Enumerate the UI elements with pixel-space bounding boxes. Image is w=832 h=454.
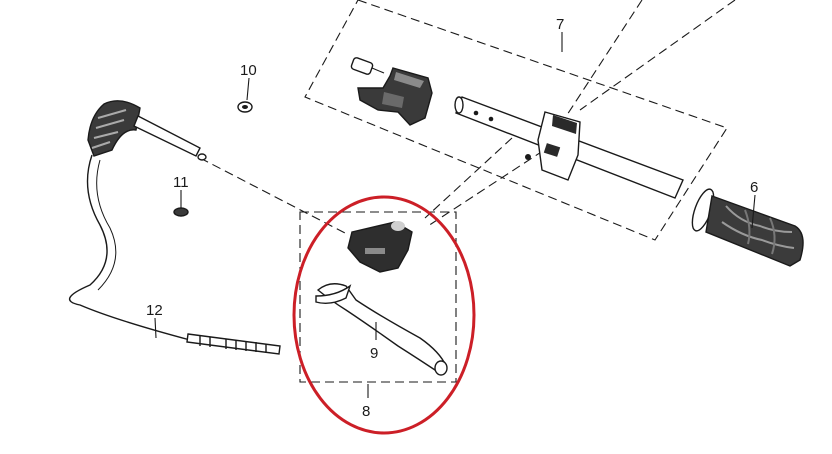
callout-10: 10 — [240, 62, 257, 79]
switch-housing-icon — [525, 111, 581, 181]
lever-perch-icon — [347, 221, 413, 273]
clamp-icon — [350, 57, 433, 126]
grip-icon — [691, 188, 804, 267]
callout-12: 12 — [146, 302, 163, 319]
highlight-ring — [292, 195, 476, 435]
assembly-7-frame — [304, 0, 728, 241]
construction-lines — [199, 0, 736, 234]
assembly-8-frame — [299, 211, 457, 383]
callout-6: 6 — [750, 179, 758, 196]
cable-icon — [68, 154, 281, 355]
leader-lines — [154, 32, 756, 398]
callout-9: 9 — [370, 345, 378, 362]
callout-11: 11 — [173, 174, 189, 191]
callout-8: 8 — [362, 403, 370, 420]
dust-boot-icon — [87, 100, 201, 157]
clip-icon — [173, 153, 207, 217]
nut-icon — [237, 101, 253, 113]
clutch-lever-icon — [315, 283, 448, 376]
callout-7: 7 — [556, 16, 564, 33]
